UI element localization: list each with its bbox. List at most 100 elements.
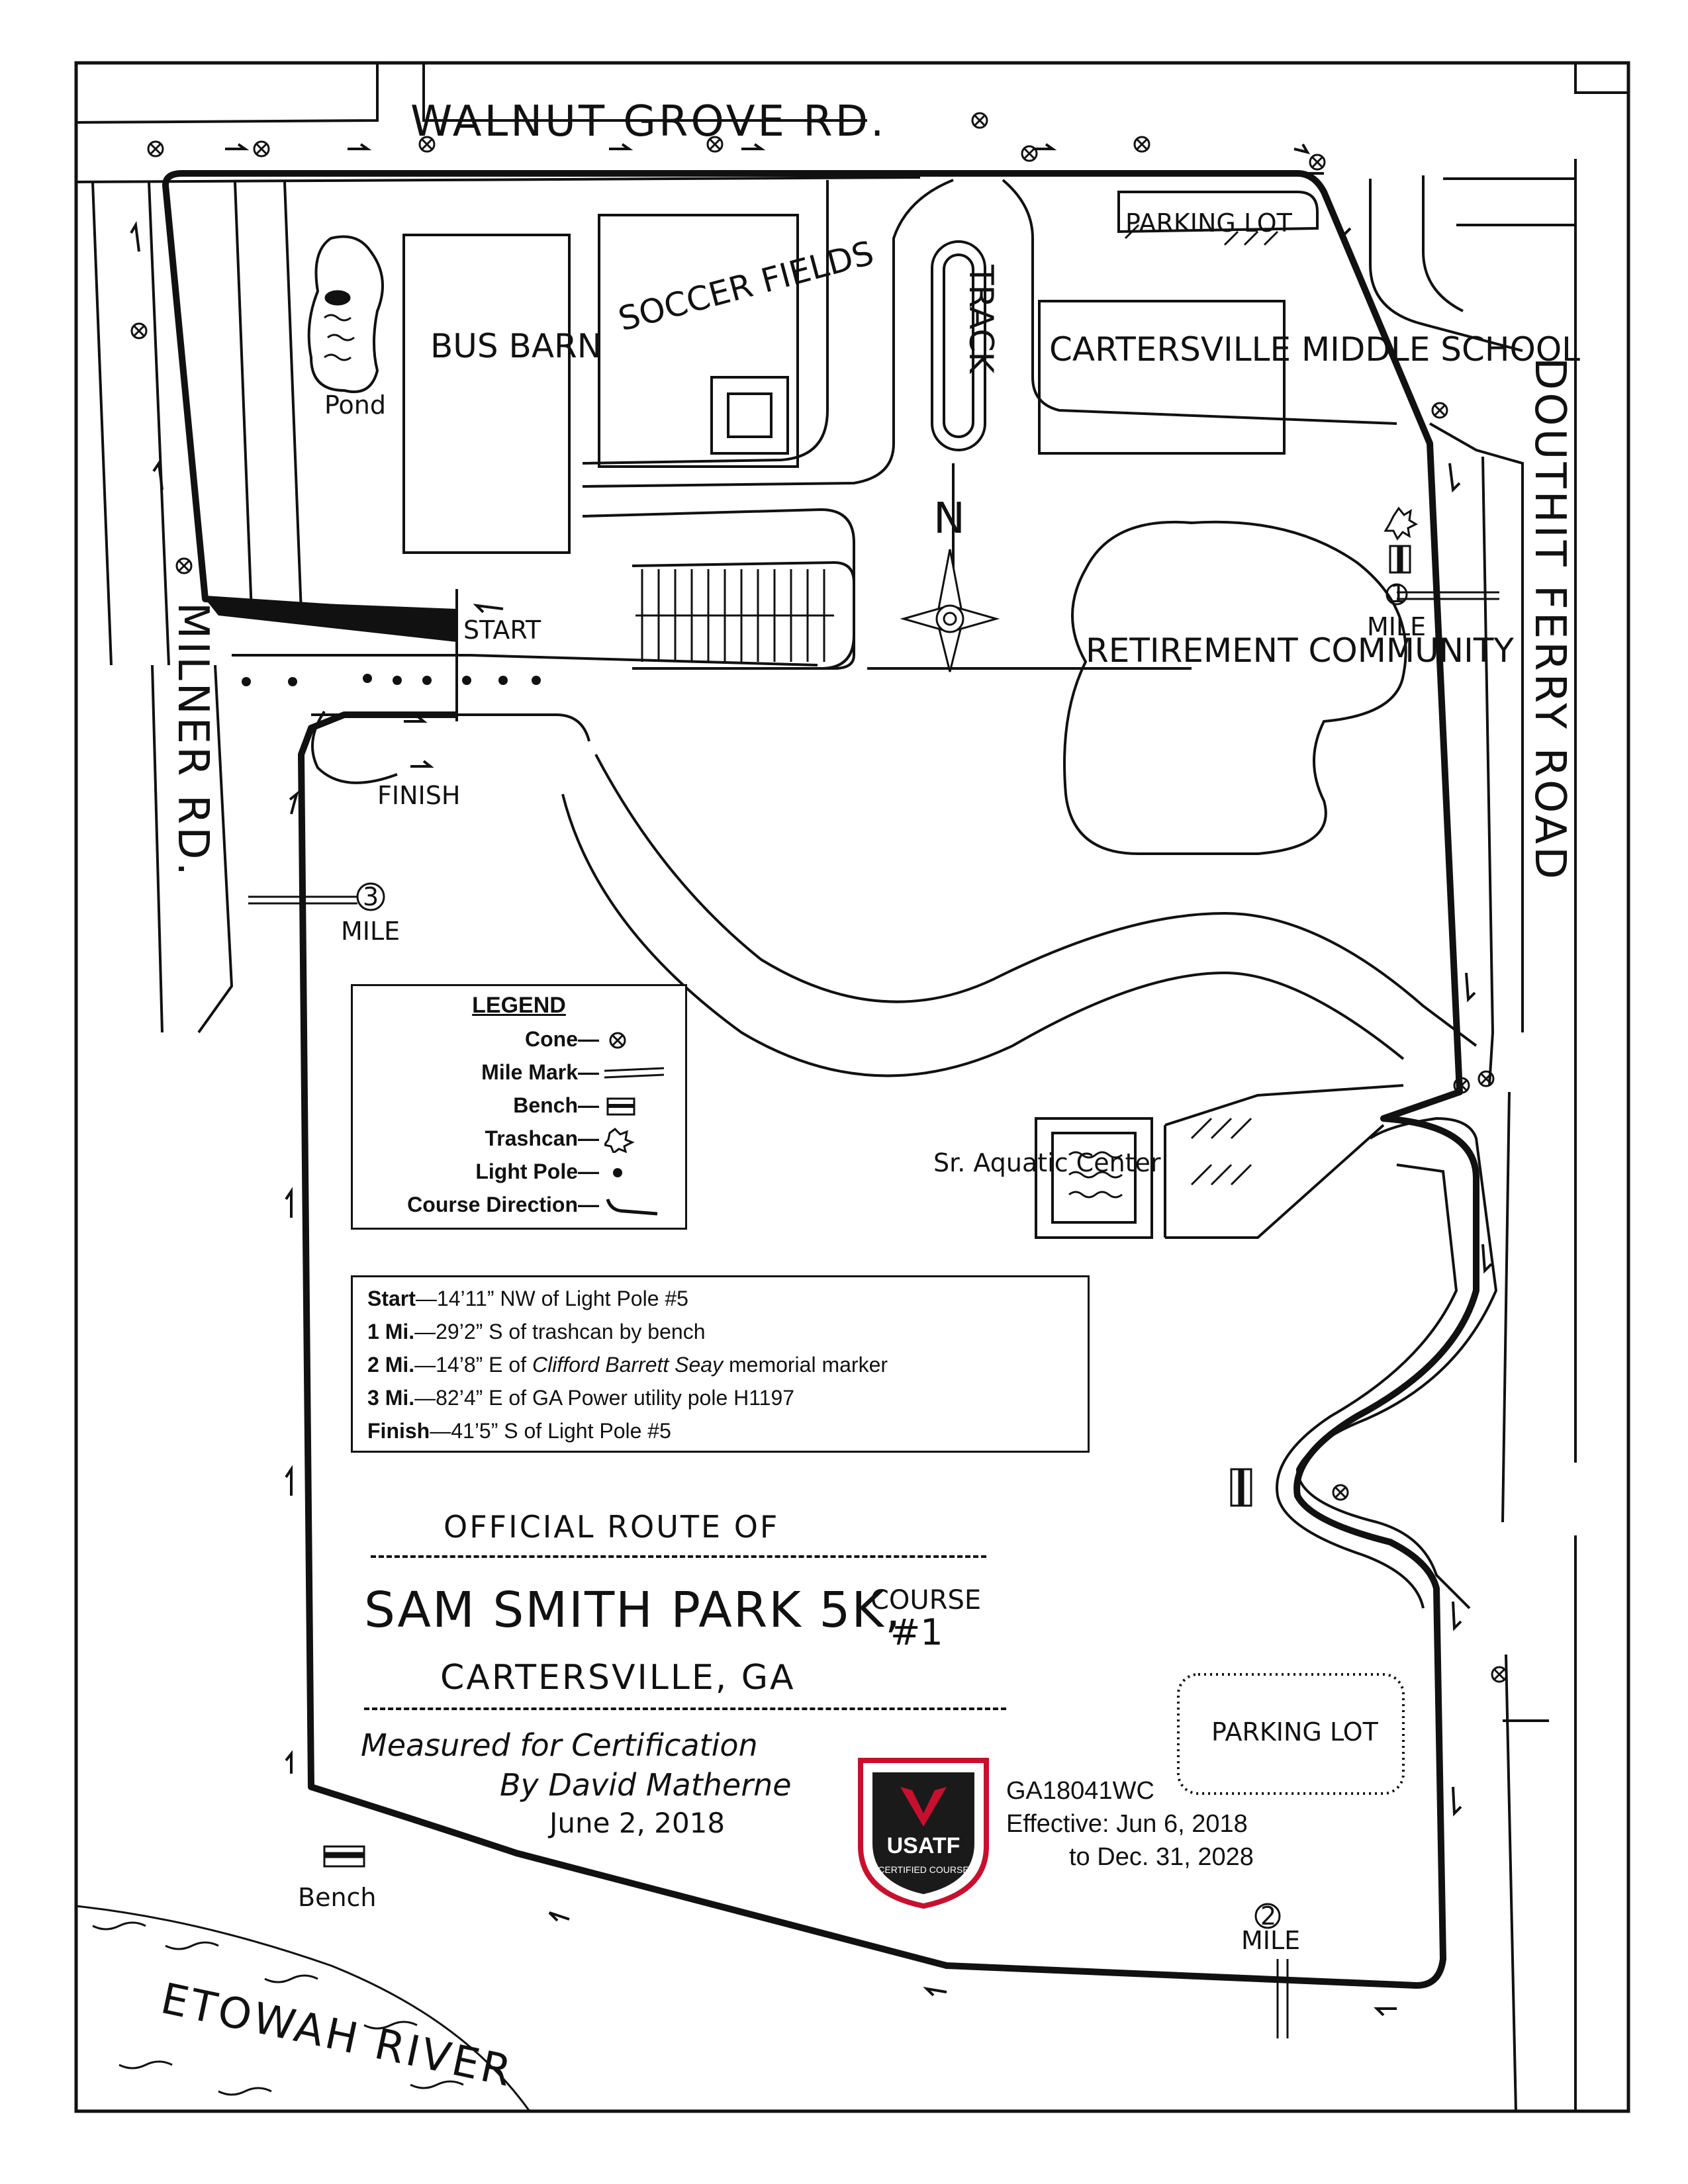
douthit-ferry-label: DOUTHIT FERRY ROAD	[1525, 357, 1574, 882]
light-pole-icon	[422, 676, 432, 685]
cone-icon	[706, 136, 724, 153]
etowah-label: ETOWAH RIVER	[157, 1974, 518, 2097]
cone-icon	[175, 557, 193, 574]
bench-icon	[606, 1097, 635, 1116]
note-mile2: 2 Mi.—14’8” E of Clifford Barrett Seay m…	[367, 1353, 888, 1377]
start-wedge	[205, 599, 457, 642]
cone-icon	[1133, 136, 1150, 153]
usatf-sub: CERTIFIED COURSE	[878, 1864, 968, 1875]
compass-icon	[900, 549, 1000, 672]
cone-icon	[1332, 1484, 1349, 1501]
cone-icon	[1453, 1077, 1470, 1094]
bus-barn-label: BUS BARN	[430, 327, 602, 365]
walnut-grove-label: WALNUT GROVE RD.	[410, 97, 886, 146]
aquatic-label: Sr. Aquatic Center	[933, 1148, 1161, 1177]
parking-stalls	[635, 224, 1279, 1186]
light-pole-icon	[613, 1168, 622, 1177]
cone-icon	[253, 140, 270, 158]
bench-icon	[323, 545, 1411, 1868]
retirement-shape	[1063, 520, 1407, 855]
light-pole-icon	[498, 676, 508, 685]
legend-label-light-pole: Light Pole—	[475, 1160, 599, 1183]
cone-icon	[1309, 154, 1326, 171]
buildings	[307, 191, 1407, 1795]
mile-mark-icon	[604, 1067, 665, 1079]
course-direction-icon	[606, 1199, 658, 1216]
usatf-wings-icon	[900, 1787, 947, 1827]
legend-label-course-direction: Course Direction—	[407, 1193, 599, 1216]
note-mile3: 3 Mi.—82’4” E of GA Power utility pole H…	[367, 1386, 795, 1410]
cone-icon	[1477, 1070, 1495, 1087]
light-pole-icon	[242, 677, 251, 686]
course-route	[162, 170, 1479, 1989]
mile1-word: MILE	[1367, 612, 1426, 641]
compass-north-label: N	[933, 494, 968, 543]
cert-through: to Dec. 31, 2028	[1069, 1843, 1254, 1871]
title-line1: OFFICIAL ROUTE OF	[444, 1509, 780, 1545]
mile2-word: MILE	[1241, 1926, 1300, 1955]
aquatic-shape	[1035, 1117, 1153, 1239]
note-mile1: 1 Mi.—29’2” S of trashcan by bench	[367, 1320, 706, 1343]
measured-line1: Measured for Certification	[361, 1727, 758, 1763]
finish-label: FINISH	[377, 781, 460, 810]
map-labels: WALNUT GROVE RD. MILNER RD. DOUTHIT FERR…	[157, 97, 1580, 2097]
note-start: Start—14’11” NW of Light Pole #5	[367, 1287, 688, 1310]
parking-south-label: PARKING LOT	[1211, 1717, 1379, 1747]
soccer-fields-label: SOCCER FIELDS	[614, 234, 878, 339]
mile-2-circle	[1254, 1903, 1281, 1929]
bench-label: Bench	[298, 1883, 377, 1912]
title-course-num: #1	[890, 1612, 943, 1653]
mile-3-circle	[356, 882, 385, 911]
title-dash-2	[364, 1707, 1006, 1710]
mile-marks	[248, 583, 1499, 2038]
measured-line3: June 2, 2018	[549, 1807, 726, 1839]
light-poles	[242, 674, 541, 686]
cert-id: GA18041WC	[1006, 1777, 1154, 1805]
south-parking-shape	[1177, 1673, 1405, 1795]
notes-box: Start—14’11” NW of Light Pole #5 1 Mi.—2…	[351, 1275, 1090, 1453]
light-pole-icon	[462, 676, 471, 685]
course-direction-arrows	[130, 143, 1493, 2017]
track-shape	[931, 240, 986, 451]
retirement-label: RETIREMENT COMMUNITY	[1086, 631, 1514, 670]
cone-icon	[147, 140, 164, 158]
mile-1-circle	[1385, 583, 1408, 606]
mile2-num: 2	[1260, 1901, 1276, 1931]
school-label: CARTERSVILLE MIDDLE SCHOOL	[1049, 330, 1580, 369]
cones	[130, 112, 1508, 1683]
legend-label-mile-mark: Mile Mark—	[481, 1060, 599, 1084]
title-line3: CARTERSVILLE, GA	[440, 1658, 796, 1698]
light-pole-icon	[288, 677, 297, 686]
cone-icon	[609, 1032, 626, 1049]
legend-box: LEGEND Cone— Mile Mark— Bench— Trashcan—…	[351, 984, 687, 1230]
cone-icon	[1431, 402, 1448, 419]
trashcan-icon	[604, 1128, 635, 1153]
parking-north-label: PARKING LOT	[1125, 208, 1293, 238]
cone-icon	[1491, 1666, 1508, 1683]
title-dash-1	[371, 1555, 986, 1558]
soccer-fields-shape	[598, 214, 799, 468]
bus-barn-shape	[402, 234, 571, 554]
cert-effective: Effective: Jun 6, 2018	[1006, 1810, 1248, 1838]
legend-label-trashcan: Trashcan—	[485, 1126, 599, 1150]
mile3-word: MILE	[341, 917, 400, 946]
usatf-name: USATF	[887, 1833, 961, 1858]
usatf-badge: USATF CERTIFIED COURSE	[858, 1758, 989, 1909]
track-label: TRACK	[962, 264, 1000, 374]
legend-label-cone: Cone—	[525, 1027, 599, 1051]
mile1-num: 1	[1390, 579, 1406, 608]
school-shape	[1038, 300, 1286, 455]
legend-title: LEGEND	[472, 993, 566, 1018]
cone-icon	[971, 112, 988, 129]
title-course-word: COURSE	[870, 1585, 982, 1615]
cone-icon	[130, 322, 148, 340]
cone-icon	[418, 136, 436, 153]
mile3-num: 3	[363, 882, 379, 911]
title-line2: SAM SMITH PARK 5K,	[364, 1582, 902, 1639]
river-shape	[75, 1905, 531, 2112]
legend-label-bench: Bench—	[513, 1093, 599, 1117]
light-pole-icon	[393, 676, 402, 685]
measured-line2: By David Matherne	[500, 1767, 792, 1803]
note-finish: Finish—41’5” S of Light Pole #5	[367, 1419, 671, 1443]
